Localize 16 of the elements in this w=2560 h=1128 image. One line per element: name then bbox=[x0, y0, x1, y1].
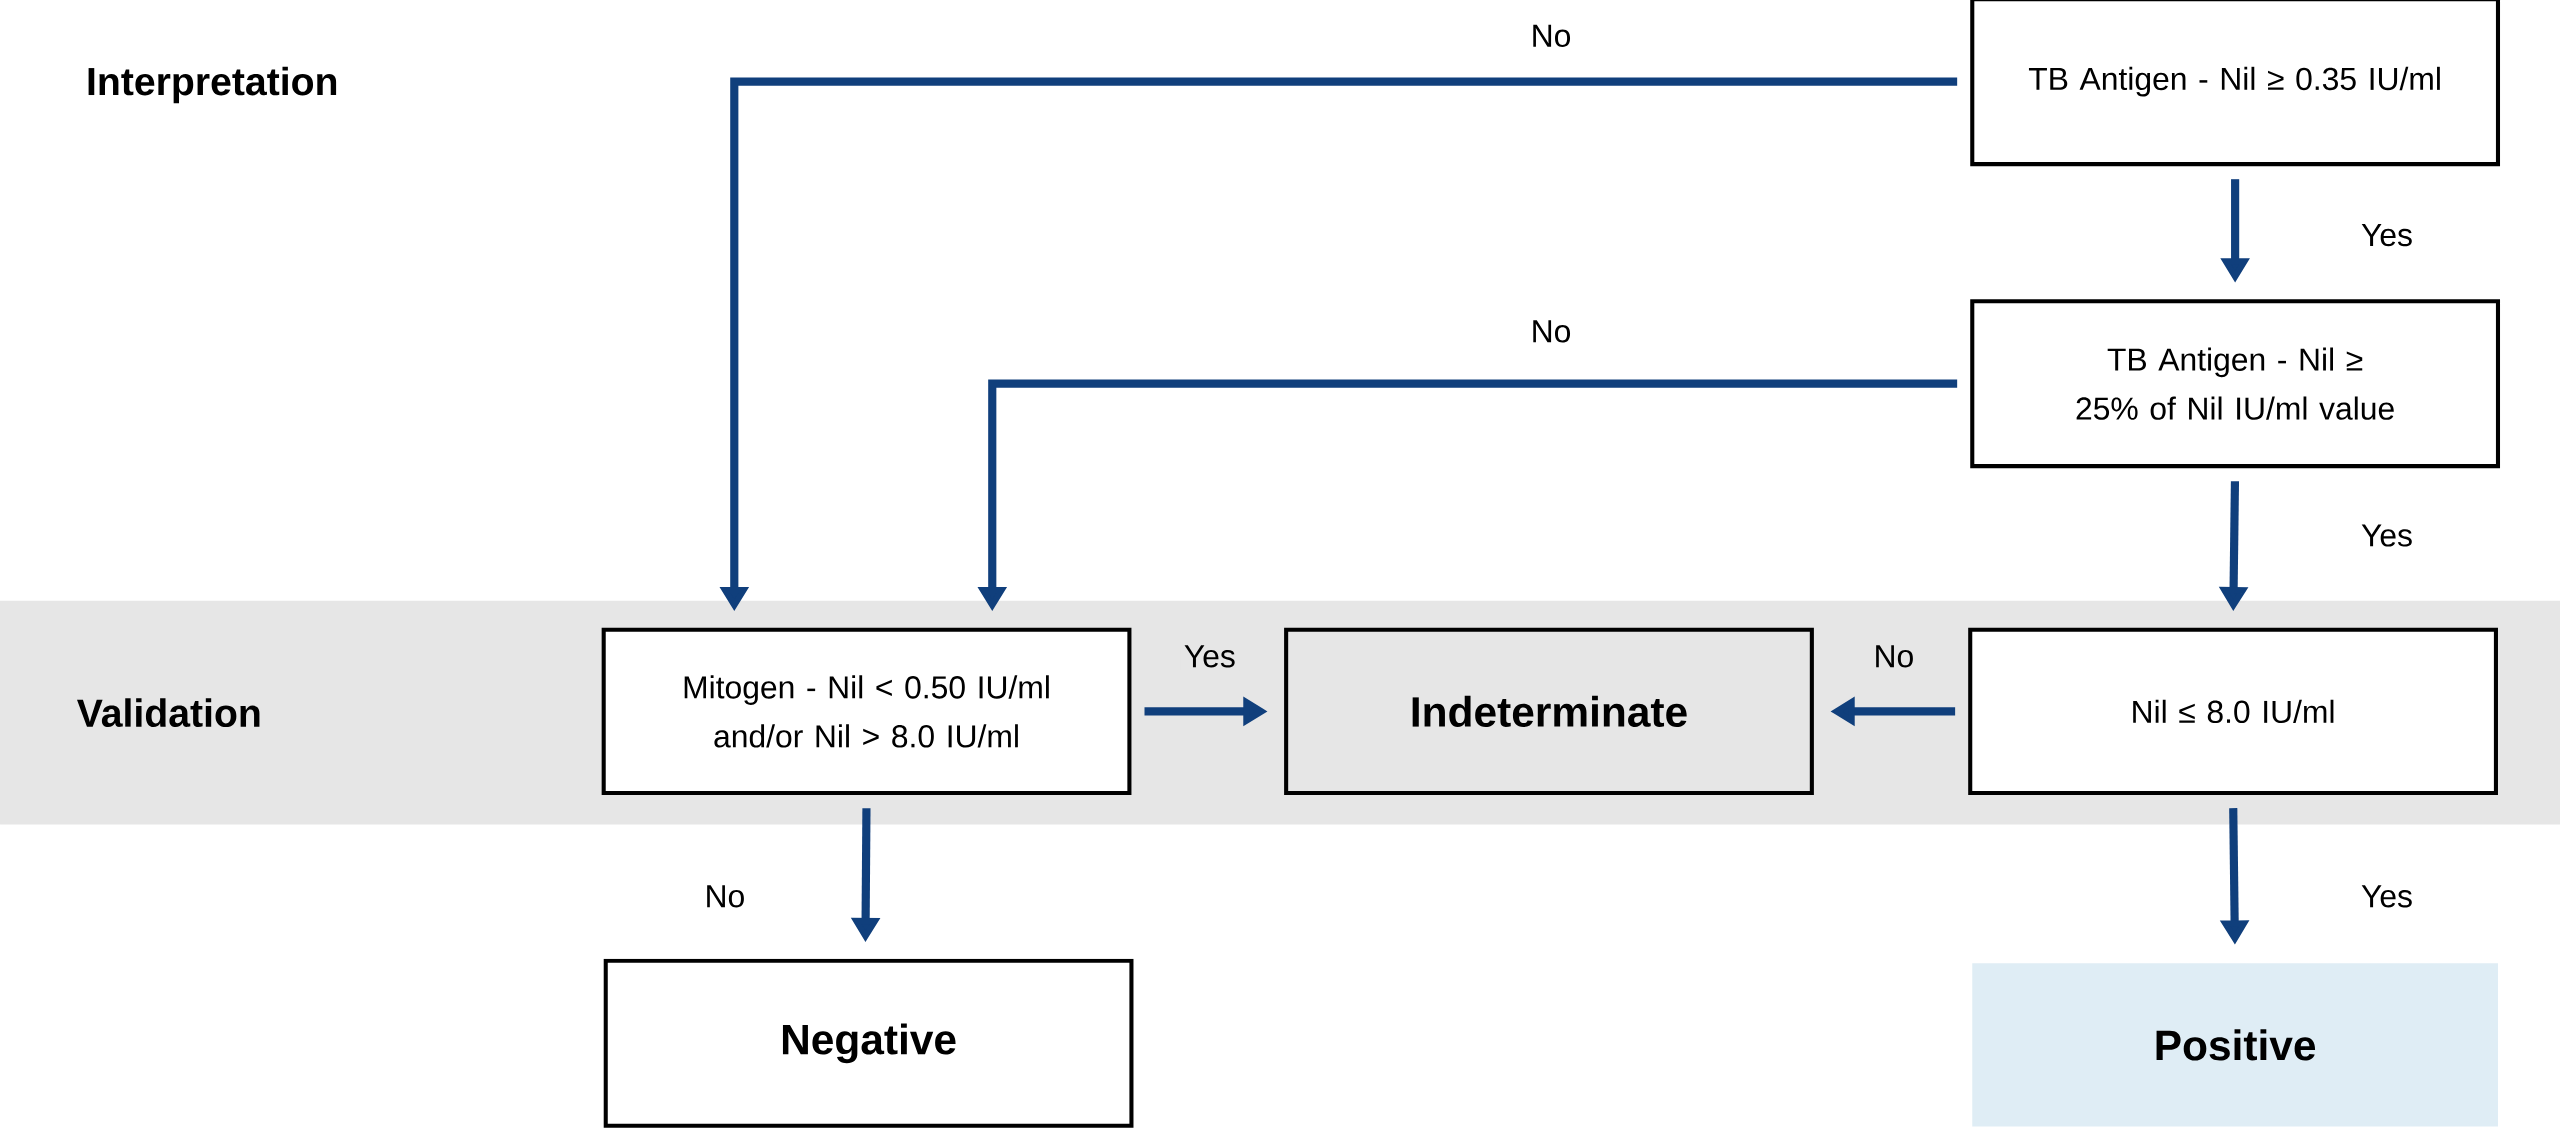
edge-label: No bbox=[1527, 21, 1575, 51]
result-box: Negative bbox=[603, 958, 1134, 1128]
edge-label: Yes bbox=[1180, 641, 1240, 671]
edge-label: No bbox=[701, 881, 749, 911]
edge-label: No bbox=[1870, 641, 1918, 671]
result-box: Positive bbox=[1972, 963, 2498, 1127]
edge-label: Yes bbox=[2357, 220, 2417, 250]
decision-box: TB Antigen - Nil ≥ 25% of Nil IU/ml value bbox=[1970, 299, 2500, 469]
decision-box: Nil ≤ 8.0 IU/ml bbox=[1968, 627, 2498, 796]
result-box: Indeterminate bbox=[1284, 627, 1814, 796]
edge-label: No bbox=[1527, 317, 1575, 346]
decision-box: TB Antigen - Nil ≥ 0.35 IU/ml bbox=[1970, 0, 2500, 167]
edge-label: Yes bbox=[2357, 881, 2417, 911]
edge-label: Yes bbox=[2357, 521, 2417, 550]
decision-box: Mitogen - Nil < 0.50 IU/ml and/or Nil > 8.0 IU/ml bbox=[601, 627, 1132, 796]
section-heading: Interpretation bbox=[88, 66, 337, 104]
